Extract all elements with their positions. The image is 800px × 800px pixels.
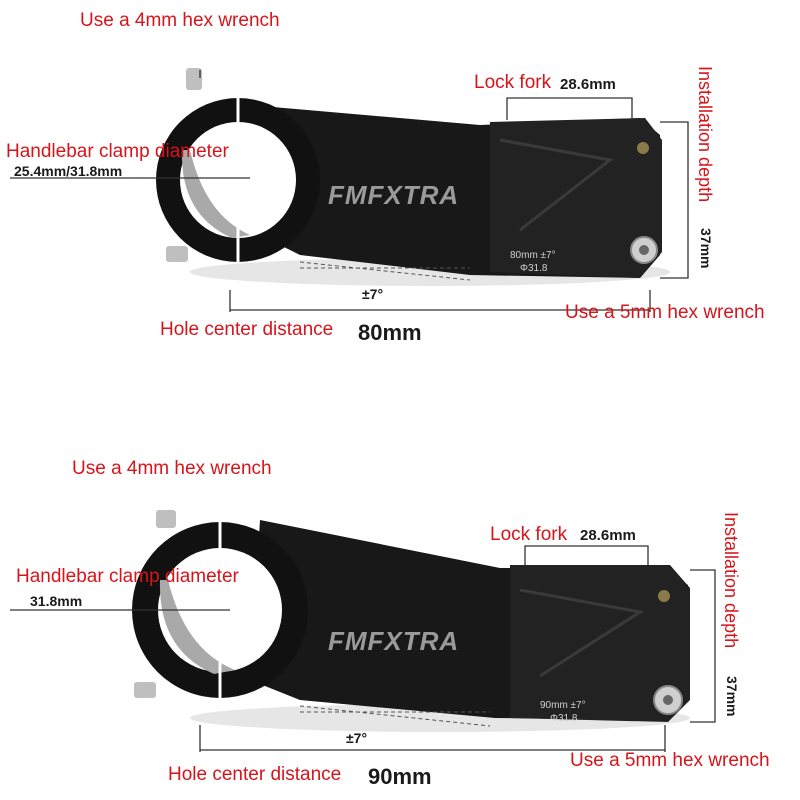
wrench-4mm-label: Use a 4mm hex wrench [72, 458, 272, 479]
spec-diameter: Φ31.8 [520, 263, 548, 274]
stem-panel-90mm: Use a 4mm hex wrench Lock fork 28.6mm Ha… [0, 400, 800, 800]
steerer-clamp [490, 118, 662, 278]
clamp-diameter-label: Handlebar clamp diameter [16, 566, 239, 587]
wrench-5mm-label: Use a 5mm hex wrench [570, 750, 770, 771]
spec-size: 80mm ±7° [510, 250, 556, 261]
steerer-chevron [519, 588, 645, 678]
stem-illustration [10, 68, 689, 312]
clamp-bolt-bottom-icon [166, 246, 188, 262]
steerer-clamp [510, 565, 690, 722]
lock-fork-label: Lock fork [490, 524, 568, 545]
lock-fork-label: Lock fork [474, 72, 552, 93]
depth-bracket [660, 121, 689, 279]
hole-distance-value: 90mm [368, 764, 432, 789]
clamp-diameter-label: Handlebar clamp diameter [6, 141, 229, 162]
installation-depth-label: Installation depth [695, 66, 715, 203]
installation-depth-value: 37mm [698, 228, 714, 269]
spec-size: 90mm ±7° [540, 700, 586, 711]
installation-depth-value: 37mm [724, 676, 740, 717]
clamp-inner-shine [181, 150, 250, 238]
lock-fork-value: 28.6mm [580, 527, 636, 544]
clamp-bolt-bottom-icon [134, 682, 156, 698]
clamp-inner-shine [159, 580, 235, 674]
clamp-bolt-top-icon [186, 68, 202, 90]
wrench-5mm-label: Use a 5mm hex wrench [565, 302, 765, 323]
depth-bracket [690, 569, 716, 723]
lock-fork-bracket [506, 97, 633, 120]
hole-distance-value: 80mm [358, 320, 422, 345]
brand-logo: FMFXTRA [328, 626, 460, 656]
hole-distance-label: Hole center distance [168, 764, 342, 785]
steerer-chevron [499, 138, 614, 232]
spec-diameter: Φ31.8 [550, 713, 578, 724]
brand-logo: FMFXTRA [328, 180, 460, 210]
angle-label: ±7° [362, 286, 384, 302]
lock-fork-bracket [524, 545, 649, 565]
hole-distance-label: Hole center distance [160, 319, 334, 340]
stem-illustration [10, 510, 716, 752]
clamp-diameter-value: 25.4mm/31.8mm [14, 163, 123, 179]
clamp-diameter-value: 31.8mm [30, 593, 83, 609]
installation-depth-label: Installation depth [721, 512, 741, 649]
stem-panel-80mm: Use a 4mm hex wrench Lock fork 28.6mm Ha… [6, 10, 765, 345]
steerer-bolt-small-icon [637, 142, 649, 154]
clamp-bolt-top-icon [156, 510, 176, 528]
angle-label: ±7° [346, 730, 368, 746]
steerer-bolt-small-icon [658, 590, 670, 602]
wrench-4mm-label: Use a 4mm hex wrench [80, 10, 280, 31]
lock-fork-value: 28.6mm [560, 76, 616, 93]
